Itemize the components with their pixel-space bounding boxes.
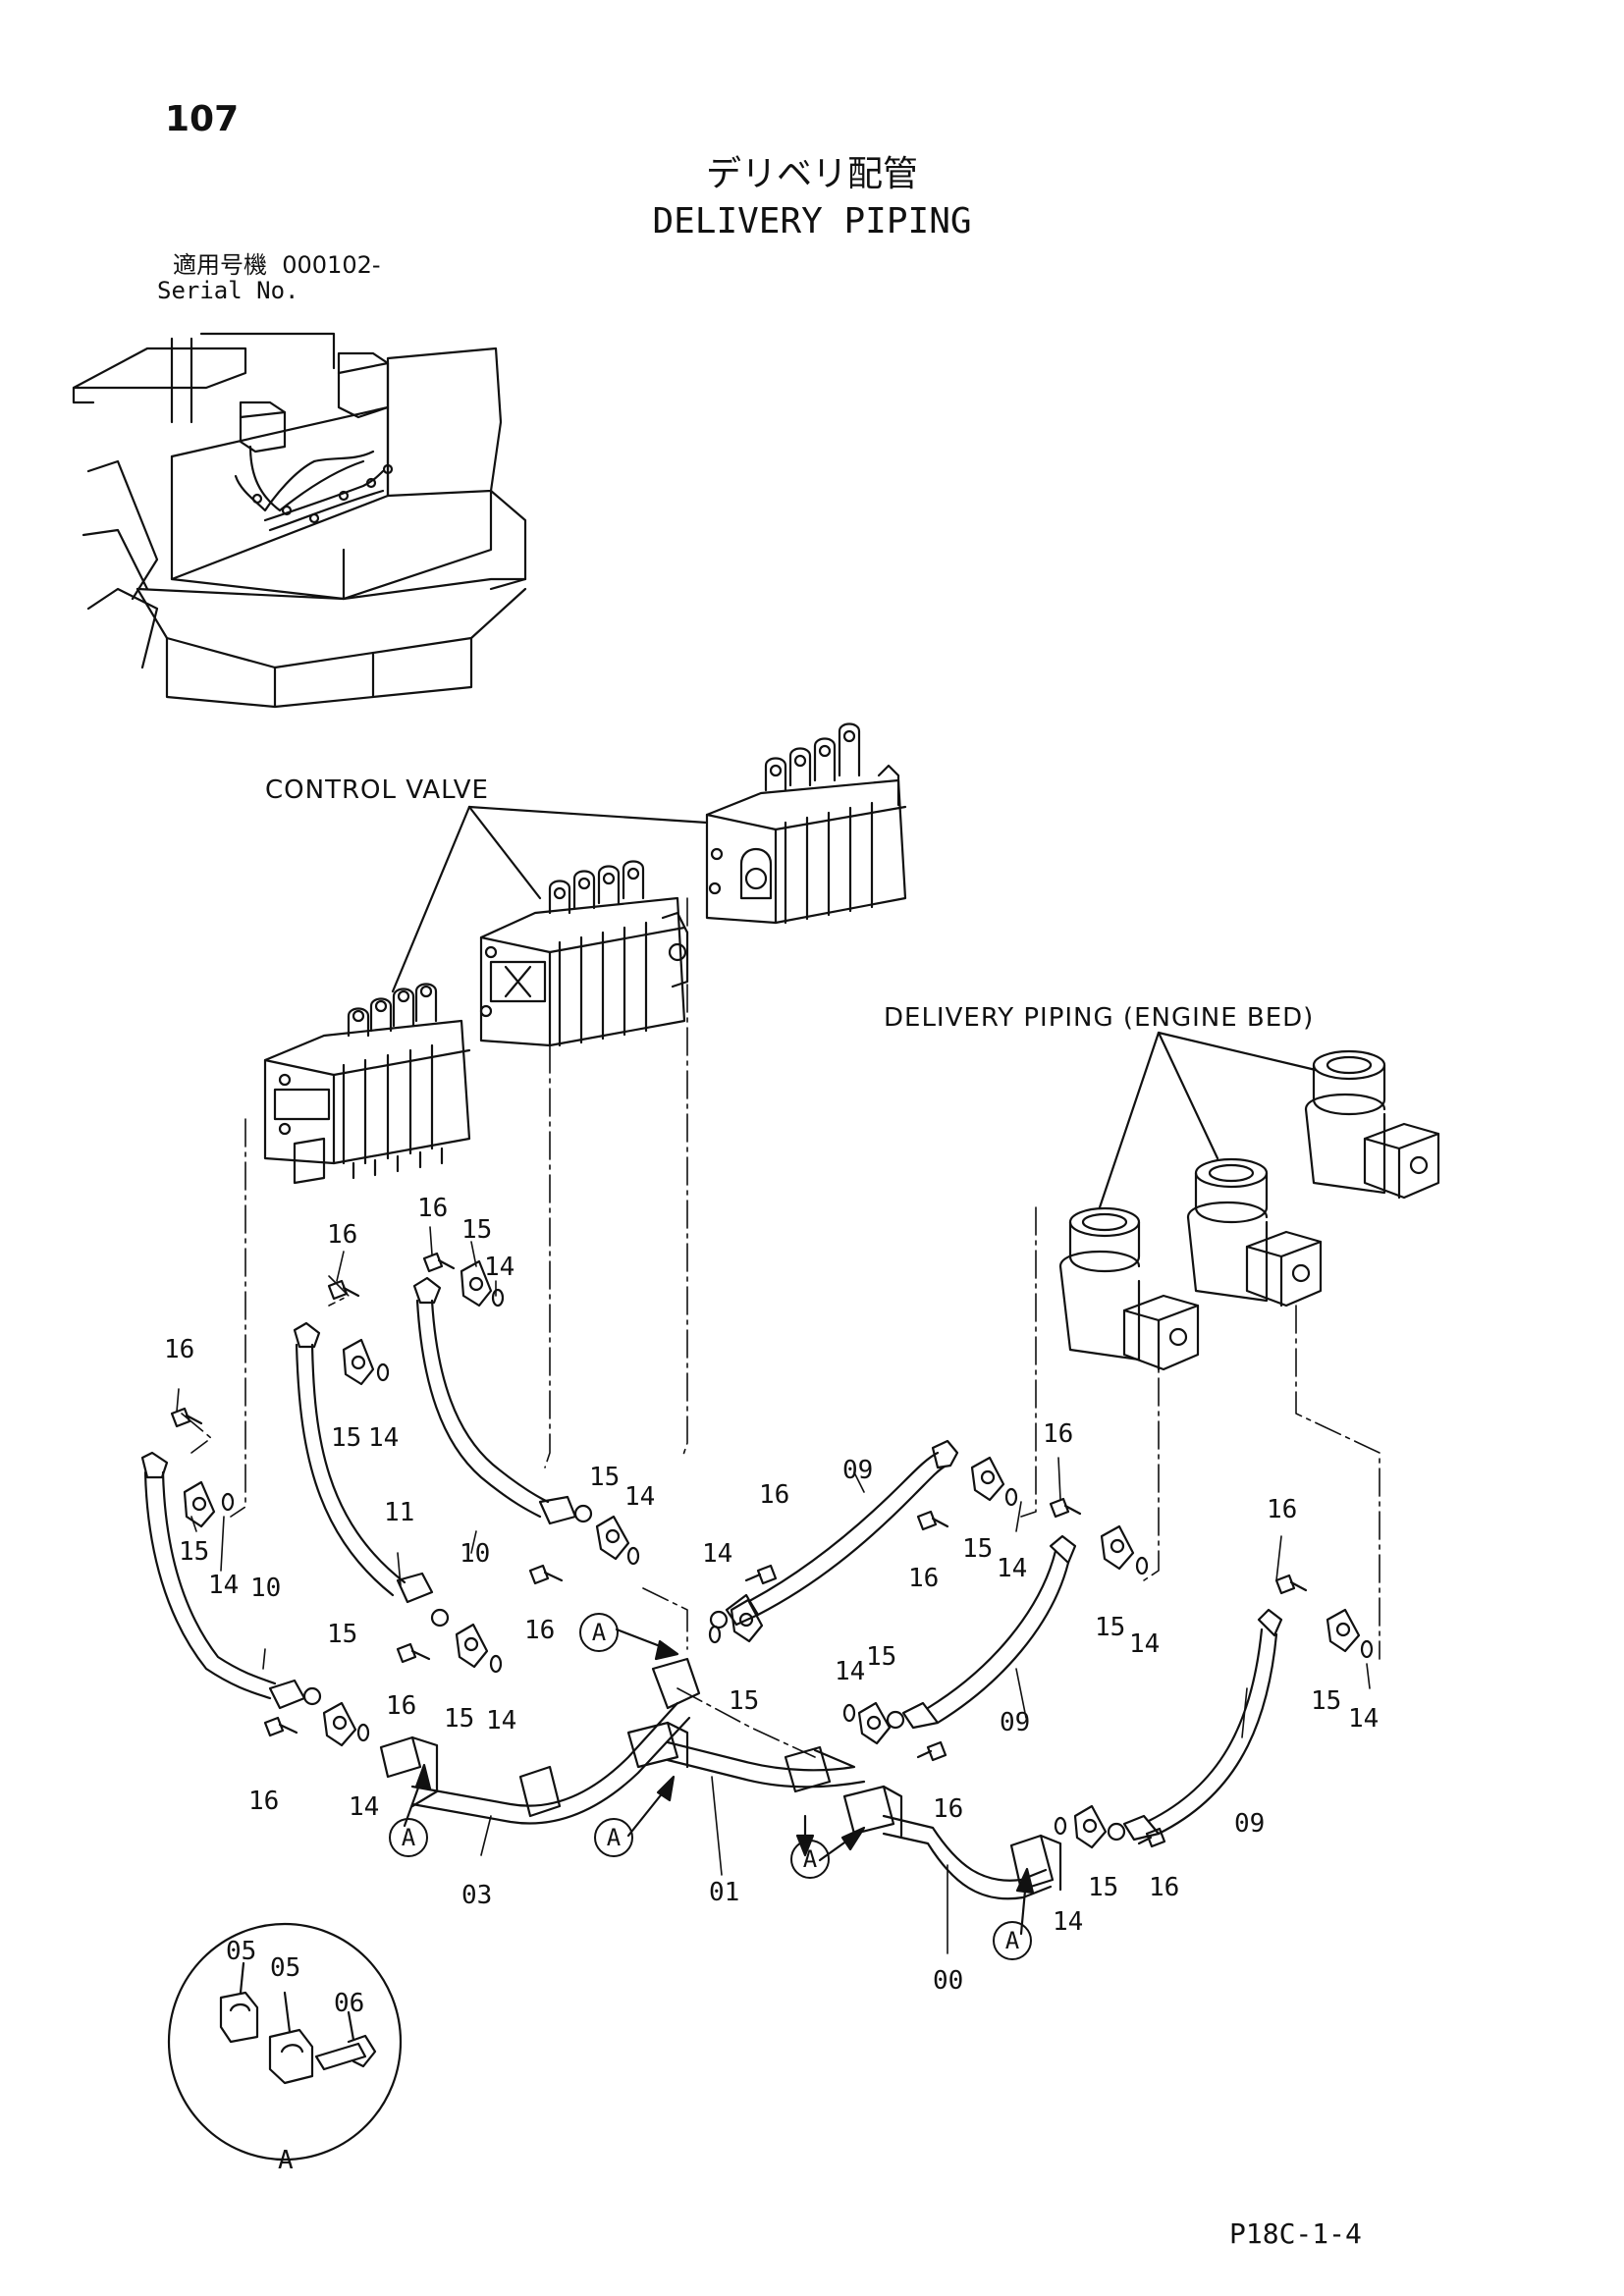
part-label-15: 15 bbox=[866, 1642, 897, 1672]
part-label-15: 15 bbox=[327, 1620, 358, 1649]
serial-row: 適用号機 000102- bbox=[173, 253, 381, 277]
part-label-16: 16 bbox=[327, 1220, 358, 1250]
serial-value: 000102- bbox=[282, 251, 381, 279]
part-label-14: 14 bbox=[349, 1792, 380, 1822]
part-label-15: 15 bbox=[444, 1704, 475, 1734]
page-title: DELIVERY PIPING bbox=[652, 201, 972, 241]
pipe-01 bbox=[626, 1721, 866, 1793]
serial-label-japanese: 適用号機 bbox=[173, 251, 267, 279]
part-label-09: 09 bbox=[842, 1456, 874, 1485]
callout-delivery-piping-engine-bed: DELIVERY PIPING (ENGINE BED) bbox=[884, 1003, 1315, 1033]
part-label-15: 15 bbox=[962, 1534, 994, 1564]
part-label-15: 15 bbox=[331, 1423, 362, 1453]
pipe-00 bbox=[842, 1785, 1062, 1900]
part-label-15: 15 bbox=[1095, 1613, 1126, 1642]
part-label-14: 14 bbox=[835, 1657, 866, 1686]
detail-a-marker: A bbox=[993, 1921, 1032, 1960]
detail-a-marker: A bbox=[790, 1840, 830, 1879]
part-label-14: 14 bbox=[208, 1571, 240, 1600]
part-label-16: 16 bbox=[386, 1691, 417, 1721]
part-label-10: 10 bbox=[460, 1539, 491, 1569]
o-ring-set bbox=[221, 1288, 1374, 1836]
part-label-14: 14 bbox=[1053, 1907, 1084, 1937]
document-code: P18C-1-4 bbox=[1229, 2217, 1362, 2250]
part-label-09: 09 bbox=[1000, 1708, 1031, 1737]
engine-bed-unit-2 bbox=[1186, 1157, 1323, 1308]
part-label-15: 15 bbox=[461, 1215, 493, 1245]
hose-09-c bbox=[1107, 1608, 1283, 1842]
part-label-14: 14 bbox=[624, 1482, 656, 1512]
engine-bed-leaders bbox=[1098, 1031, 1318, 1209]
part-label-10: 10 bbox=[250, 1574, 282, 1603]
serial-label: Serial No. bbox=[157, 277, 299, 304]
part-label-15: 15 bbox=[1088, 1873, 1119, 1902]
pipe-03 bbox=[379, 1657, 701, 1825]
part-label-00: 00 bbox=[933, 1966, 964, 1996]
part-label-14: 14 bbox=[1129, 1629, 1161, 1659]
part-label-16: 16 bbox=[1149, 1873, 1180, 1902]
part-label-16: 16 bbox=[933, 1794, 964, 1824]
control-valve-1 bbox=[263, 983, 471, 1185]
hose-11 bbox=[293, 1321, 450, 1628]
detail-a-label: A bbox=[278, 2146, 294, 2175]
part-label-15: 15 bbox=[179, 1537, 210, 1567]
part-label-05: 05 bbox=[270, 1953, 301, 1983]
callout-control-valve: CONTROL VALVE bbox=[265, 775, 489, 805]
hose-10-left bbox=[140, 1451, 322, 1710]
hose-09-a bbox=[709, 1439, 959, 1629]
detail-a-marker: A bbox=[594, 1818, 633, 1857]
part-label-05: 05 bbox=[226, 1937, 257, 1966]
part-label-14: 14 bbox=[484, 1253, 515, 1282]
part-label-14: 14 bbox=[1348, 1704, 1380, 1734]
page-title-japanese: デリベリ配管 bbox=[705, 154, 918, 194]
detail-a-marker: A bbox=[579, 1613, 619, 1652]
part-label-14: 14 bbox=[368, 1423, 400, 1453]
part-label-15: 15 bbox=[1311, 1686, 1342, 1716]
part-label-14: 14 bbox=[702, 1539, 733, 1569]
part-leaders bbox=[176, 1226, 1371, 1954]
part-label-15: 15 bbox=[589, 1463, 621, 1492]
part-label-06: 06 bbox=[334, 1989, 365, 2018]
control-valve-leaders bbox=[391, 805, 709, 993]
part-label-16: 16 bbox=[417, 1194, 449, 1223]
part-label-16: 16 bbox=[759, 1480, 790, 1510]
part-label-09: 09 bbox=[1234, 1809, 1266, 1839]
hose-09-b bbox=[886, 1534, 1077, 1730]
engine-bed-unit-1 bbox=[1058, 1206, 1200, 1371]
bolt-set bbox=[170, 1252, 1308, 1848]
part-label-16: 16 bbox=[1267, 1495, 1298, 1524]
part-label-15: 15 bbox=[729, 1686, 760, 1716]
hose-10-mid bbox=[412, 1276, 593, 1525]
part-label-03: 03 bbox=[461, 1881, 493, 1910]
part-label-16: 16 bbox=[164, 1335, 195, 1364]
part-label-14: 14 bbox=[997, 1554, 1028, 1583]
part-label-16: 16 bbox=[908, 1564, 940, 1593]
detail-a-marker: A bbox=[389, 1818, 428, 1857]
machine-overview-illustration bbox=[72, 332, 527, 709]
connection-centerlines bbox=[181, 897, 1380, 1758]
flange-set bbox=[183, 1259, 1361, 1849]
part-label-14: 14 bbox=[486, 1706, 517, 1735]
part-label-16: 16 bbox=[524, 1616, 556, 1645]
control-valve-3 bbox=[705, 722, 907, 925]
part-label-11: 11 bbox=[384, 1498, 415, 1527]
page-number: 107 bbox=[165, 99, 240, 139]
detail-a-circle bbox=[167, 1922, 403, 2162]
part-label-16: 16 bbox=[1043, 1419, 1074, 1449]
part-label-01: 01 bbox=[709, 1878, 740, 1907]
part-label-16: 16 bbox=[248, 1787, 280, 1816]
control-valve-2 bbox=[479, 860, 689, 1047]
engine-bed-unit-3 bbox=[1304, 1049, 1440, 1200]
